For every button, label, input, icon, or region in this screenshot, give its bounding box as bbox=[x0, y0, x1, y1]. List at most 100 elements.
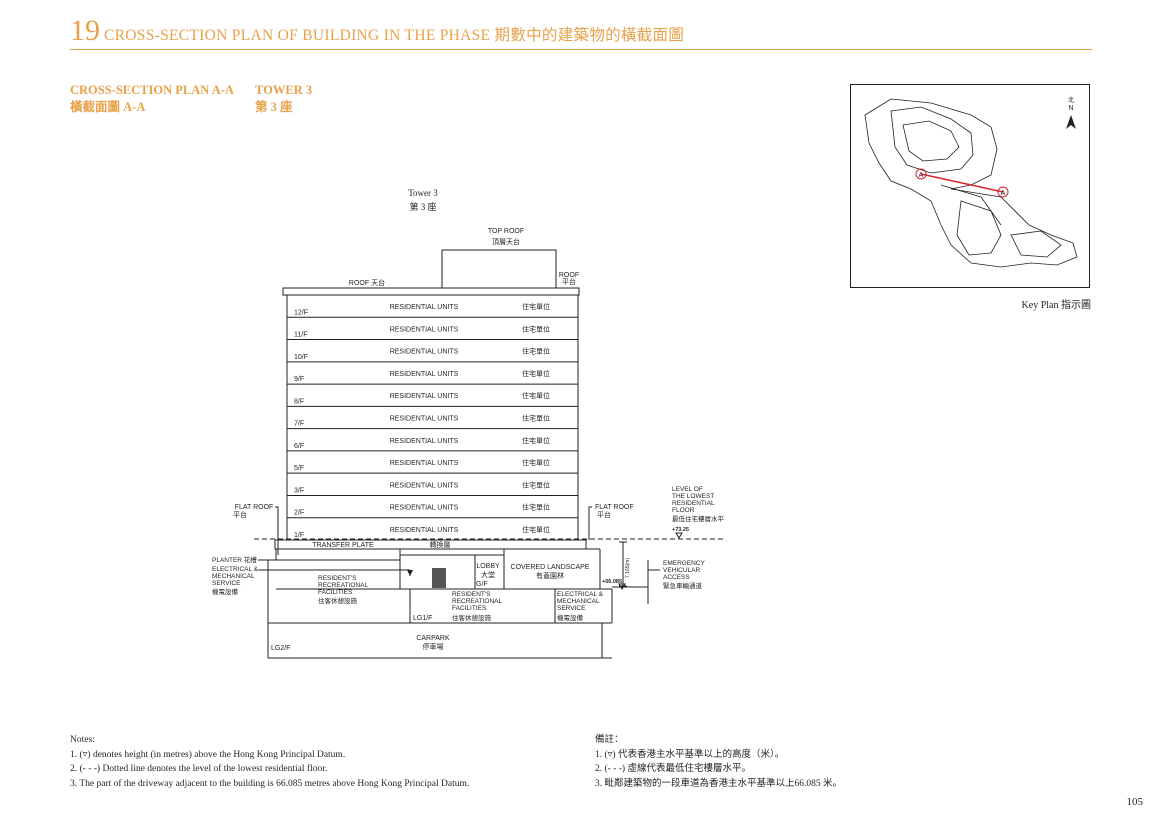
rec-left-line-2: RECREATIONAL bbox=[318, 582, 368, 589]
site-driveway bbox=[940, 184, 1002, 226]
section-marker-right-label: A bbox=[1001, 190, 1006, 197]
floor-level-label: 5/F bbox=[294, 465, 304, 472]
lowest-floor-line-2: THE LOWEST bbox=[672, 493, 714, 500]
roof-right-label: ROOF bbox=[559, 272, 579, 279]
floor-level-label: 8/F bbox=[294, 398, 304, 405]
note-zh-3: 3. 毗鄰建築物的一段車道為香港主水平基準以上66.085 米。 bbox=[595, 778, 843, 789]
plan-title-en: CROSS-SECTION PLAN A-A bbox=[70, 83, 234, 97]
floor-use-label-zh: 住宅單位 bbox=[522, 369, 550, 378]
floor-use-label: RESIDENTIAL UNITS bbox=[390, 438, 459, 445]
tower-title-en: TOWER 3 bbox=[255, 83, 313, 97]
notes-en: Notes: 1. (▿) denotes height (in metres)… bbox=[70, 733, 469, 791]
section-marker-left-icon bbox=[915, 168, 927, 180]
tower-title-zh: 第 3 座 bbox=[255, 100, 293, 114]
floor-use-label-zh: 住宅單位 bbox=[522, 391, 550, 400]
floor-use-label: RESIDENTIAL UNITS bbox=[390, 371, 459, 378]
lobby-label: LOBBY bbox=[476, 563, 500, 570]
floor-use-label: RESIDENTIAL UNITS bbox=[390, 393, 459, 400]
key-plan-label: Key Plan 指示圖 bbox=[1021, 300, 1091, 311]
site-building-cluster-1 bbox=[890, 106, 974, 174]
covered-landscape-label: COVERED LANDSCAPE bbox=[511, 564, 590, 571]
lg1-label: LG1/F bbox=[413, 615, 432, 622]
tower-subtitle: TOWER 3 第 3 座 bbox=[255, 82, 312, 116]
rec-left-line-4: 住客休憩設施 bbox=[318, 596, 358, 605]
down-arrow-icon bbox=[407, 570, 413, 576]
north-label-zh: 北 bbox=[1068, 96, 1074, 104]
note-en-1: 1. (▿) denotes height (in metres) above … bbox=[70, 749, 346, 760]
floor-slabs bbox=[287, 316, 578, 519]
floor-use-label: RESIDENTIAL UNITS bbox=[390, 326, 459, 333]
floor-level-label: 11/F bbox=[294, 332, 308, 339]
page-header: 19 CROSS-SECTION PLAN OF BUILDING IN THE… bbox=[70, 14, 684, 48]
floor-use-label: RESIDENTIAL UNITS bbox=[390, 416, 459, 423]
emergency-line-4: 緊急車輛通道 bbox=[663, 581, 703, 590]
floor-use-label-zh: 住宅單位 bbox=[522, 480, 550, 489]
key-plan: A A 北 N bbox=[850, 84, 1090, 288]
site-road-loop bbox=[1010, 230, 1062, 258]
flat-roof-right-label-zh: 平台 bbox=[597, 510, 611, 519]
staircase-icon bbox=[432, 568, 446, 588]
lowest-floor-line-5: 最低住宅樓層水平 bbox=[672, 514, 725, 523]
level-mark-label: +73.25 bbox=[672, 527, 689, 533]
rec-lg1-line-1: RESIDENT'S bbox=[452, 591, 491, 598]
floor-level-label: 9/F bbox=[294, 376, 304, 383]
top-roof-outline bbox=[441, 249, 557, 288]
transfer-plate-label-zh: 轉換層 bbox=[430, 540, 451, 549]
floor-labels: 12/F RESIDENTIAL UNITS 住宅單位 11/F RESIDENTIAL… bbox=[294, 302, 550, 539]
gf-label: G/F bbox=[476, 581, 488, 588]
driveway-level-triangle-icon bbox=[618, 583, 626, 590]
floor-use-label-zh: 住宅單位 bbox=[522, 525, 550, 534]
em-lg1-line-3: SERVICE bbox=[557, 605, 586, 612]
driveway-level-label: +66.085 bbox=[602, 579, 622, 585]
top-roof-label: TOP ROOF bbox=[488, 228, 524, 235]
north-label: N bbox=[1068, 105, 1073, 112]
floor-use-label: RESIDENTIAL UNITS bbox=[390, 482, 459, 489]
key-plan-map: A A 北 N bbox=[864, 96, 1078, 268]
floor-use-label-zh: 住宅單位 bbox=[522, 503, 550, 512]
floor-use-label: RESIDENTIAL UNITS bbox=[390, 349, 459, 356]
lowest-floor-line-3: RESIDENTIAL bbox=[672, 500, 715, 507]
floor-level-label: 12/F bbox=[294, 309, 308, 316]
lobby-label-zh: 大堂 bbox=[481, 570, 495, 579]
floor-level-label: 7/F bbox=[294, 421, 304, 428]
flat-roof-right-leader bbox=[588, 506, 592, 540]
notes-en-heading: Notes: bbox=[70, 735, 95, 745]
em-lg1-line-2: MECHANICAL bbox=[557, 598, 600, 605]
em-lg1-line-4: 機電設備 bbox=[557, 613, 584, 622]
rec-left-line-3: FACILITIES bbox=[318, 589, 353, 596]
floor-use-label: RESIDENTIAL UNITS bbox=[390, 527, 459, 534]
level-triangle-icon bbox=[675, 532, 683, 539]
podium-slab-1 bbox=[276, 549, 401, 561]
roof-slab bbox=[282, 287, 580, 296]
em-lg1-line-1: ELECTRICAL & bbox=[557, 591, 604, 598]
site-building-cluster-3 bbox=[956, 200, 1002, 256]
planter-label: PLANTER 花槽 bbox=[212, 555, 257, 564]
header-rule bbox=[70, 49, 1092, 50]
floor-level-label: 2/F bbox=[294, 510, 304, 517]
floor-level-label: 10/F bbox=[294, 354, 308, 361]
floor-use-label-zh: 住宅單位 bbox=[522, 302, 550, 311]
roof-right-label-zh: 平台 bbox=[562, 277, 576, 286]
north-arrow-icon bbox=[1066, 115, 1076, 129]
note-en-3: 3. The part of the driveway adjacent to … bbox=[70, 778, 470, 789]
floor-use-label-zh: 住宅單位 bbox=[522, 458, 550, 467]
page-number: 105 bbox=[1126, 796, 1144, 808]
floor-use-label: RESIDENTIAL UNITS bbox=[390, 460, 459, 467]
tower-caption-en: Tower 3 bbox=[408, 188, 438, 198]
section-line bbox=[920, 173, 1004, 193]
flat-roof-right-label: FLAT ROOF bbox=[595, 504, 634, 511]
flat-roof-left-label-zh: 平台 bbox=[233, 510, 247, 519]
dimension-label: 7.165(m) bbox=[625, 558, 631, 578]
lobby-slab bbox=[399, 548, 505, 556]
carpark-label-zh: 停車場 bbox=[423, 642, 444, 651]
emergency-line-3: ACCESS bbox=[663, 574, 690, 581]
site-boundary bbox=[864, 98, 1078, 268]
plan-title-zh: 橫截面圖 A-A bbox=[70, 100, 146, 114]
lowest-floor-line-4: FLOOR bbox=[672, 507, 695, 514]
lg2-label: LG2/F bbox=[271, 645, 290, 652]
rec-lg1-line-2: RECREATIONAL bbox=[452, 598, 502, 605]
section-marker-left-label: A bbox=[919, 172, 924, 179]
tower-caption-zh: 第 3 座 bbox=[409, 201, 436, 212]
floor-use-label: RESIDENTIAL UNITS bbox=[390, 304, 459, 311]
